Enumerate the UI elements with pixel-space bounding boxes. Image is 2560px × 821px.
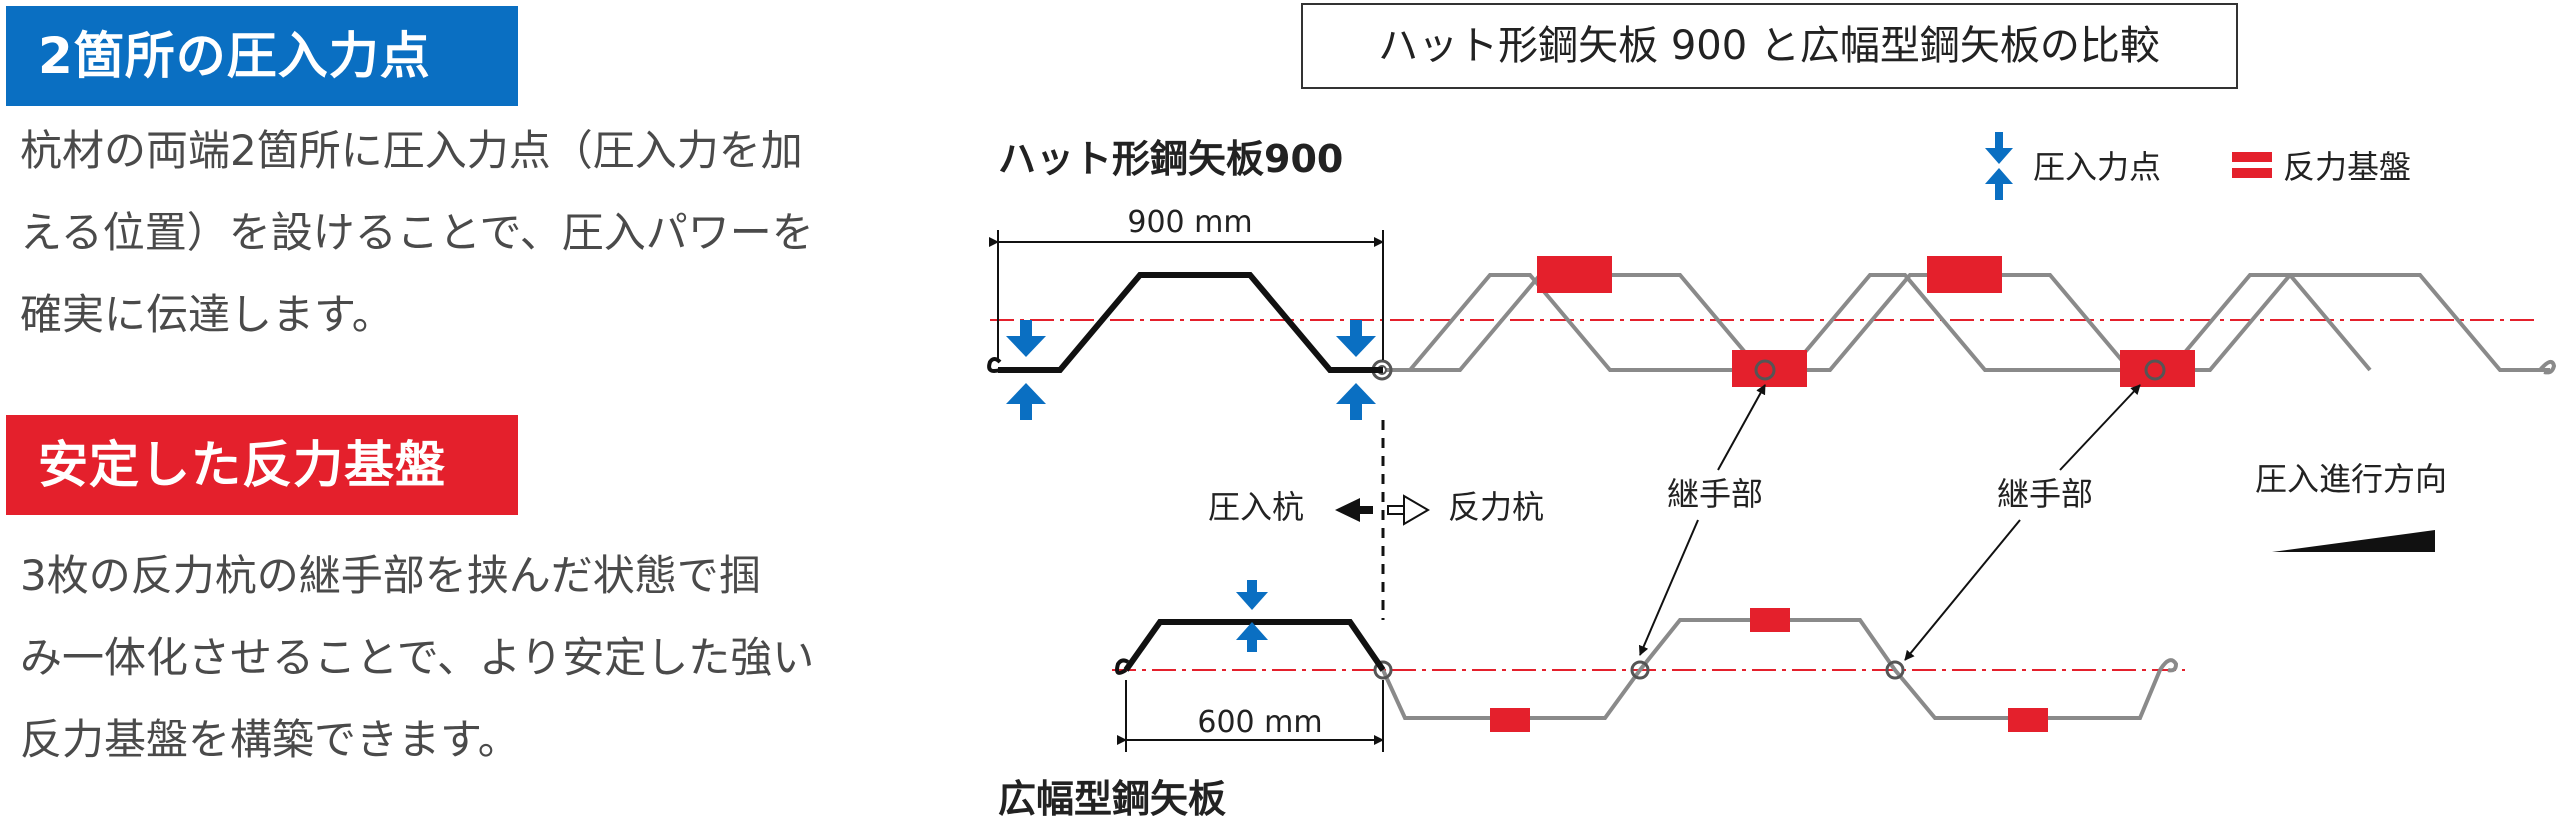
joint-hook	[2538, 359, 2557, 375]
press-arrow-hat-left	[1006, 320, 1046, 420]
wide-joint-2	[1885, 660, 1905, 680]
dim-600-label: 600 mm	[1197, 705, 1322, 740]
joint-leader	[1904, 519, 2021, 661]
hat-sheet-label: ハット形鋼矢板900	[998, 137, 1343, 181]
legend-reaction-icon	[2232, 152, 2272, 178]
text-line: える位置）を設けることで、圧入パワーを	[20, 208, 814, 257]
wide-joint-1	[1630, 660, 1650, 680]
hat-reaction-block	[1537, 256, 1612, 293]
section-title-reaction-base: 安定した反力基盤	[6, 415, 518, 515]
joint-label-2: 継手部	[1997, 475, 2093, 513]
legend-press-icon	[1985, 132, 2013, 200]
hat-reaction-pile-lower	[1385, 273, 2372, 372]
text-line: 確実に伝達します。	[20, 290, 394, 339]
text-line: 3枚の反力杭の継手部を挟んだ状態で掴	[20, 551, 761, 600]
press-arrow-wide	[1236, 580, 1268, 652]
hat-press-pile	[998, 272, 1383, 373]
wide-joint-3	[1373, 660, 1393, 680]
joint-leader	[1717, 384, 1766, 471]
hat-reaction-block	[1732, 350, 1807, 387]
legend-reaction-label: 反力基盤	[2283, 148, 2411, 186]
wide-sheet-label: 広幅型鋼矢板	[998, 777, 1226, 821]
diagram-title: ハット形鋼矢板 900 と広幅型鋼矢板の比較	[1378, 23, 2160, 69]
section-title-press-points: 2箇所の圧入力点	[6, 6, 518, 106]
text-line: 杭材の両端2箇所に圧入力点（圧入力を加	[20, 126, 803, 175]
text-line: 反力基盤を構築できます。	[20, 715, 520, 764]
reaction-pile-arrow	[1403, 494, 1430, 526]
diagram-title-box	[1301, 3, 2238, 89]
wide-press-pile	[1123, 619, 1386, 672]
wide-reaction-block	[1490, 708, 1530, 732]
section-text-press-points: 杭材の両端2箇所に圧入力点（圧入力を加 える位置）を設けることで、圧入パワーを …	[20, 110, 840, 356]
joint-leader	[2059, 384, 2141, 471]
legend-press-label: 圧入力点	[2033, 148, 2161, 186]
wide-reaction-block	[1750, 608, 1790, 632]
reaction-pile-label: 反力杭	[1448, 488, 1544, 526]
press-arrow-hat-right	[1336, 320, 1376, 420]
hat-press-hook	[987, 357, 1002, 373]
joint-label-1: 継手部	[1667, 475, 1763, 513]
wide-reaction-block	[2008, 708, 2048, 732]
direction-arrow	[2272, 530, 2435, 552]
dim-900-label: 900 mm	[1127, 205, 1252, 240]
hat-reaction-block	[2120, 350, 2195, 387]
text-line: み一体化させることで、より安定した強い	[20, 633, 815, 682]
direction-label: 圧入進行方向	[2255, 460, 2447, 498]
hat-reaction-block	[1927, 256, 2002, 293]
section-text-reaction-base: 3枚の反力杭の継手部を挟んだ状態で掴 み一体化させることで、より安定した強い 反…	[20, 535, 840, 781]
press-pile-arrow	[1335, 498, 1360, 522]
press-pile-label: 圧入杭	[1208, 488, 1304, 526]
joint-leader	[1638, 519, 1699, 656]
